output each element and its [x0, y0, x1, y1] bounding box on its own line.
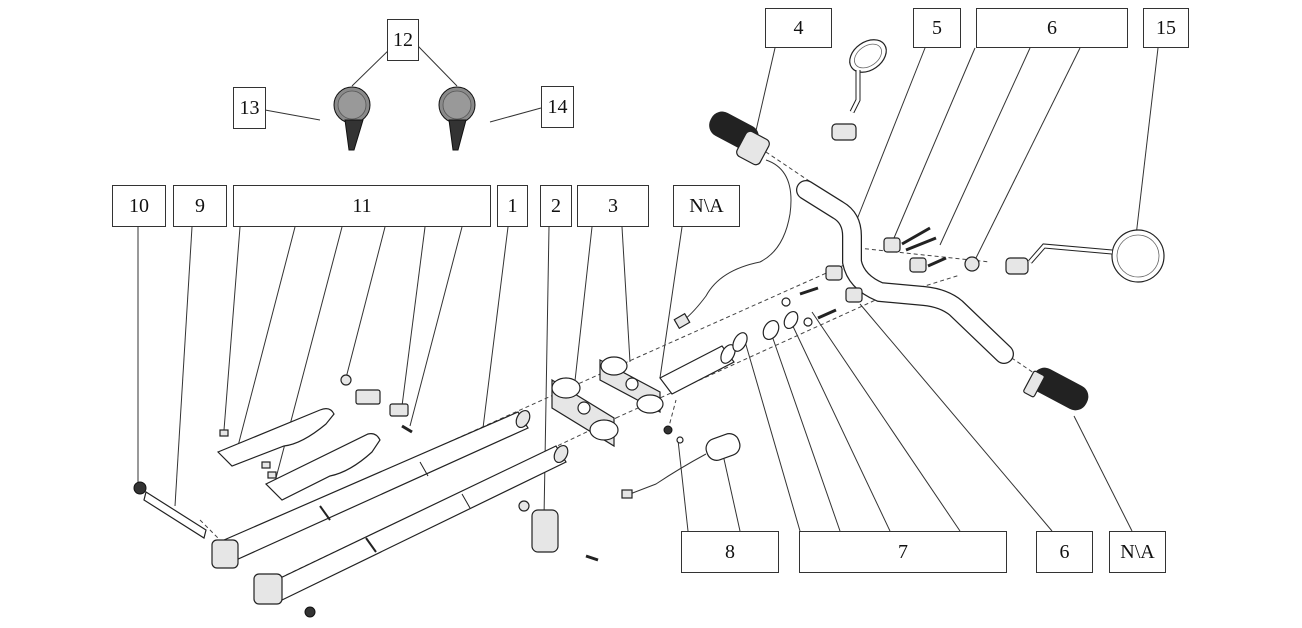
callout-8: 8	[681, 531, 779, 573]
reflector-right	[438, 86, 476, 151]
callout-3: 3	[577, 185, 649, 227]
handlebar	[796, 180, 1014, 364]
fork-leg-lower	[253, 444, 569, 618]
callout-12: 12	[387, 19, 419, 61]
fork-leg-upper	[211, 409, 531, 569]
brake-clamp	[518, 500, 599, 562]
guard-hardware	[340, 374, 413, 434]
fork-guard-upper	[216, 408, 335, 467]
sensor-assembly	[621, 425, 741, 499]
callout-7: 7	[799, 531, 1007, 573]
lower-triple-clamp	[551, 377, 619, 448]
callout-1: 1	[497, 185, 528, 227]
front-axle	[133, 481, 207, 539]
callout-11: 11	[233, 185, 491, 227]
reflector-left	[333, 86, 371, 151]
callout-6-bottom: 6	[1036, 531, 1093, 573]
left-grip	[673, 111, 792, 330]
callout-5: 5	[913, 8, 961, 48]
callout-15: 15	[1143, 8, 1189, 48]
leader-lines	[137, 45, 1159, 532]
upper-triple-clamp	[599, 356, 664, 414]
callout-na-bottom: N\A	[1109, 531, 1166, 573]
callout-na-top: N\A	[673, 185, 740, 227]
callout-9: 9	[173, 185, 227, 227]
callout-13: 13	[233, 87, 266, 129]
fork-guard-lower	[261, 433, 381, 501]
callout-2: 2	[540, 185, 572, 227]
steering-stem	[659, 297, 813, 395]
mirror-right	[1005, 229, 1165, 283]
mirror-left	[831, 39, 887, 141]
callout-4: 4	[765, 8, 832, 48]
callout-14: 14	[541, 86, 574, 128]
callout-6-top: 6	[976, 8, 1128, 48]
right-grip	[1023, 367, 1089, 411]
callout-10: 10	[112, 185, 166, 227]
handlebar-clamps	[799, 226, 980, 320]
